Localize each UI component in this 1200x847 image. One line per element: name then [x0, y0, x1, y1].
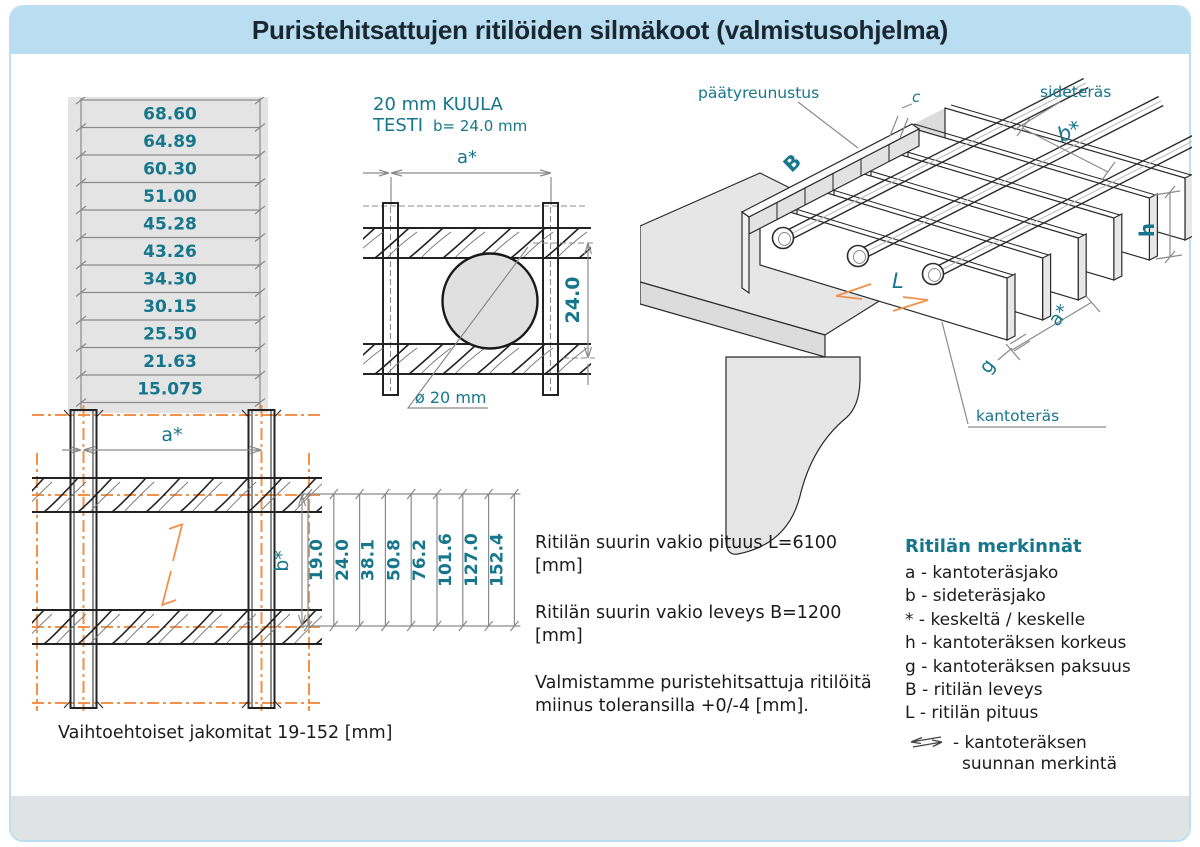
legend: Ritilän merkinnät a - kantoteräsjako b - … — [905, 536, 1185, 775]
ball-test-title-line2: TESTI — [372, 115, 423, 136]
test-ball — [441, 252, 539, 350]
legend-item: L - ritilän pituus — [905, 703, 1039, 724]
c-label: c — [912, 88, 921, 106]
dim-a: a* — [363, 147, 552, 205]
width-B-label: B — [778, 149, 806, 177]
legend-item: h - kantoteräksen korkeus — [905, 633, 1127, 654]
pitch-value: 127.0 — [462, 533, 482, 587]
end-edging-strip — [740, 123, 921, 295]
legend-items: a - kantoteräsjako b - sideteräsjako* - k… — [905, 562, 1185, 726]
height-h-label: h — [1135, 223, 1159, 237]
size-value: 21.63 — [143, 352, 197, 372]
mesh-dim-a-label: a* — [161, 424, 182, 446]
side-bar-bottom — [32, 610, 322, 644]
side-bar-bottom — [363, 344, 591, 374]
ball-dim-b-label: 24.0 — [562, 277, 584, 324]
bar-direction-marking — [835, 283, 929, 312]
diameter-label: ø 20 mm — [415, 388, 487, 407]
title-bar: Puristehitsattujen ritilöiden silmäkoot … — [11, 7, 1189, 54]
ball-test-title-line1: 20 mm KUULA — [373, 94, 504, 115]
diameter-callout: ø 20 mm — [406, 246, 529, 409]
footnote: Vaihtoehtoiset jakomitat 19-152 [mm] — [58, 723, 393, 743]
table-background — [68, 97, 268, 413]
bearing-bar-plates — [759, 104, 1192, 341]
info-block: Ritilän suurin vakio pituus L=6100 [mm] … — [535, 532, 875, 742]
legend-item: B - ritilän leveys — [905, 680, 1043, 701]
pitch-value: 152.4 — [488, 533, 508, 587]
legend-item: * - keskeltä / keskelle — [905, 609, 1086, 630]
size-value: 68.60 — [143, 105, 197, 125]
dim-b: 24.0 — [533, 242, 595, 385]
size-value: 15.075 — [137, 380, 203, 400]
size-value: 60.30 — [143, 160, 197, 180]
pitch-value: 24.0 — [333, 539, 353, 581]
size-value: 34.30 — [143, 270, 197, 290]
size-value: 51.00 — [143, 187, 197, 207]
page-title: Puristehitsattujen ritilöiden silmäkoot … — [251, 15, 949, 45]
info-max-length: Ritilän suurin vakio pituus L=6100 [mm] — [535, 533, 837, 576]
pitch-value: 38.1 — [359, 539, 379, 581]
bar-direction-marking — [161, 523, 184, 607]
direction-arrow-icon — [910, 736, 943, 748]
ball-dim-a-label: a* — [457, 147, 477, 168]
bearing-bars — [63, 409, 282, 709]
size-value: 25.50 — [143, 325, 197, 345]
paatyreunustus-label: päätyreunustus — [698, 84, 819, 102]
legend-arrow-row: - kantoteräksen — [905, 733, 1185, 753]
legend-item: g - kantoteräksen paksuus — [905, 656, 1131, 677]
legend-item: b - sideteräsjako — [905, 586, 1046, 607]
pitch-value: 76.2 — [410, 539, 430, 581]
pitch-value: 19.0 — [307, 539, 327, 581]
kantoteras-label: kantoteräs — [976, 407, 1059, 425]
size-value: 45.28 — [143, 215, 197, 235]
size-value: 64.89 — [143, 132, 197, 152]
isometric-grating-drawing: päätyreunustus sideteräs c b* B h L a* g… — [640, 78, 1192, 555]
ball-test-title-value: b= 24.0 mm — [433, 117, 527, 135]
legend-arrow-label-line2: suunnan merkintä — [962, 753, 1117, 774]
pitch-value: 50.8 — [384, 539, 404, 581]
info-max-width: Ritilän suurin vakio leveys B=1200 [mm] — [535, 603, 842, 646]
size-value: 30.15 — [143, 297, 197, 317]
legend-title: Ritilän merkinnät — [905, 536, 1082, 557]
sideteras-label: sideteräs — [1040, 83, 1111, 101]
legend-item: a - kantoteräsjako — [905, 563, 1059, 583]
dim-b: b* — [271, 494, 307, 627]
mesh-size-table: 68.60 64.89 60.30 51.00 45.28 43.26 34.30 30.15… — [68, 97, 268, 413]
footer-bar — [11, 796, 1189, 840]
side-bar-tubes — [771, 78, 1192, 286]
size-value: 43.26 — [143, 242, 197, 262]
legend-arrow-label-line1: - kantoteräksen — [953, 732, 1087, 753]
info-tolerance-line2: miinus toleransilla +0/-4 [mm]. — [535, 696, 809, 716]
mesh-dim-b-label: b* — [271, 550, 293, 572]
length-L-label: L — [892, 269, 904, 293]
info-tolerance-line1: Valmistamme puristehitsattuja ritilöitä — [535, 673, 872, 693]
dim-a: a* — [62, 424, 262, 455]
side-bar-top — [32, 478, 322, 512]
mesh-size-rows: 68.60 64.89 60.30 51.00 45.28 43.26 34.30 30.15… — [75, 97, 266, 407]
pitch-value: 101.6 — [436, 533, 456, 587]
g-label: g — [975, 355, 1000, 378]
ball-test-drawing: 20 mm KUULA TESTI b= 24.0 mm a* ø 20 mm … — [363, 94, 595, 409]
